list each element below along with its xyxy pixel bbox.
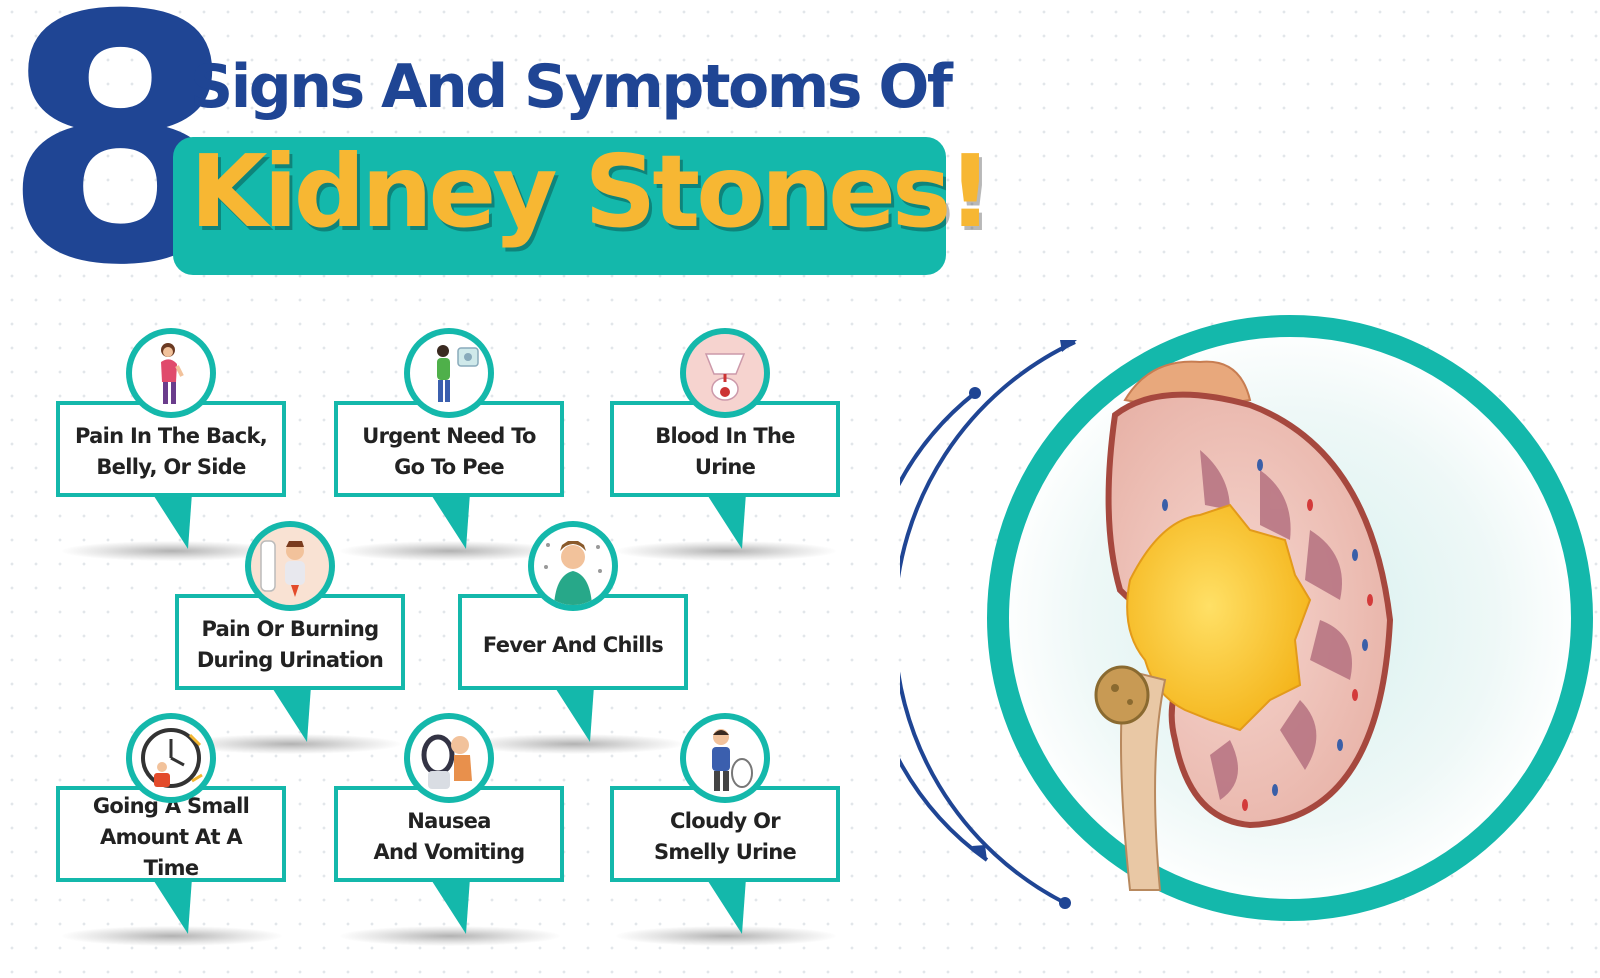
symptom-card-urgent-pee: Urgent Need To Go To Pee (334, 328, 564, 561)
symptom-card-cloudy-urine: Cloudy Or Smelly Urine (610, 713, 840, 946)
symptom-card-back-pain: Pain In The Back, Belly, Or Side (56, 328, 286, 561)
fever-chills-icon (528, 521, 618, 611)
page-subtitle: Signs And Symptoms Of (190, 52, 953, 122)
symptom-card-fever-chills: Fever And Chills (458, 521, 688, 754)
symptom-label: Cloudy Or Smelly Urine (653, 809, 797, 864)
symptom-card-small-amount: Going A Small Amount At A Time (56, 713, 286, 946)
symptom-label: Fever And Chills (482, 632, 664, 657)
symptom-card-nausea-vomiting: Nausea And Vomiting (334, 713, 564, 946)
kidney-illustration (862, 300, 1600, 950)
title-banner (173, 137, 946, 275)
symptom-label: Pain In The Back, Belly, Or Side (74, 424, 268, 479)
cloudy-urine-icon (680, 713, 770, 803)
symptom-label: Nausea And Vomiting (373, 809, 526, 864)
page-title: Kidney Stones! (190, 133, 993, 250)
symptom-card-blood-urine: Blood In The Urine (610, 328, 840, 561)
symptom-label: Going A Small Amount At A Time (92, 793, 250, 880)
symptom-label: Urgent Need To Go To Pee (362, 424, 536, 479)
burning-urination-icon (245, 521, 335, 611)
blood-urine-icon (680, 328, 770, 418)
urgent-pee-icon (404, 328, 494, 418)
symptom-label: Pain Or Burning During Urination (196, 617, 384, 672)
symptom-card-burning-urination: Pain Or Burning During Urination (175, 521, 405, 754)
small-amount-icon (126, 713, 216, 803)
back-pain-icon (126, 328, 216, 418)
nausea-vomiting-icon (404, 713, 494, 803)
symptom-label: Blood In The Urine (655, 424, 795, 479)
